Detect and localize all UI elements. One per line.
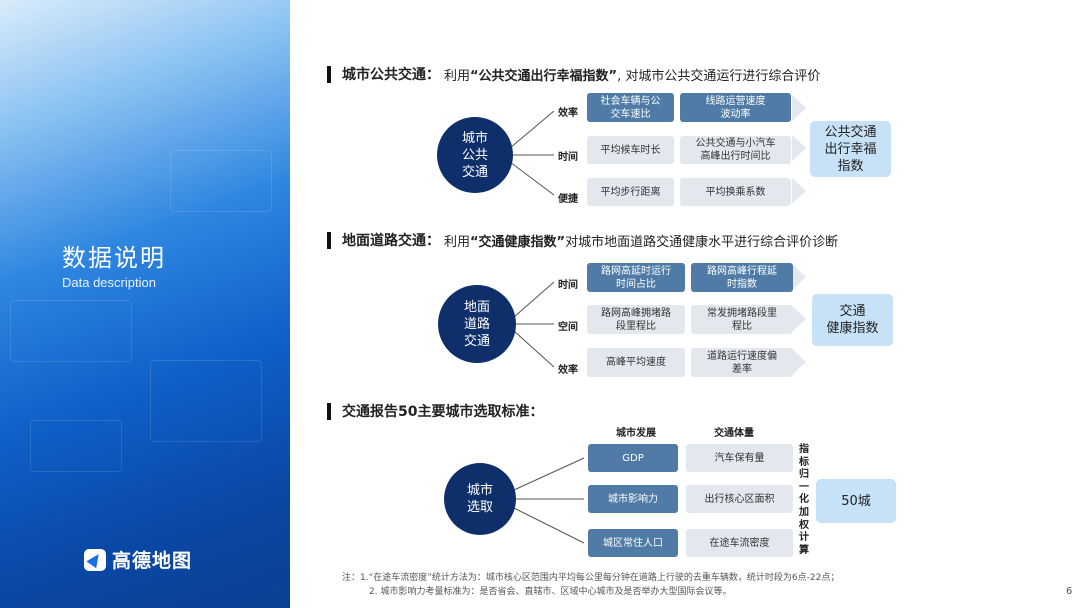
heading-desc-pre: 利用 [444, 65, 470, 84]
connector-line [510, 162, 554, 195]
row-label: 效率 [558, 361, 578, 376]
heading-title: 交通报告50主要城市选取标准： [342, 401, 543, 421]
row-label: 效率 [558, 104, 578, 119]
heading-quote: “交通健康指数” [470, 231, 565, 250]
column-head: 城市发展 [616, 424, 656, 439]
footnote-1: 注：1.“在途车流密度”统计方法为：城市核心区范围内平均每公里每分钟在道路上行驶… [342, 571, 839, 585]
heading-quote: “公共交通出行幸福指数” [470, 65, 617, 84]
indicator-box: 社会车辆与公 交车速比 [587, 93, 674, 122]
result-box-50-cities: 50城 [816, 479, 896, 523]
vertical-note: 指标归一化加权计算 [798, 444, 810, 557]
center-circle-public-transit: 城市 公共 交通 [437, 117, 513, 193]
arrow-shape [792, 349, 806, 375]
criteria-box: 城区常住人口 [588, 529, 678, 557]
row-label: 时间 [558, 148, 578, 163]
heading-title: 城市公共交通： [342, 64, 440, 84]
row-label: 便捷 [558, 190, 578, 205]
footnote-2: 2. 城市影响力考量标准为：是否省会、直辖市、区域中心城市及是否举办大型国际会议… [342, 585, 839, 599]
heading-title: 地面道路交通： [342, 230, 440, 250]
page-number: 6 [1066, 586, 1072, 597]
arrow-shape [792, 95, 806, 121]
row-label: 空间 [558, 318, 578, 333]
connector-line [514, 331, 554, 367]
heading-bar [327, 232, 331, 249]
section-heading-public-transit: 城市公共交通： 利用 “公共交通出行幸福指数” , 对城市公共交通运行进行综合评… [327, 64, 820, 84]
arrow-shape [792, 178, 806, 204]
connector-line [510, 111, 554, 148]
arrow-shape [792, 264, 806, 290]
heading-bar [327, 66, 331, 83]
indicator-box: 高峰平均速度 [587, 348, 685, 377]
footnotes: 注：1.“在途车流密度”统计方法为：城市核心区范围内平均每公里每分钟在道路上行驶… [342, 571, 839, 599]
indicator-box: 平均步行距离 [587, 178, 674, 206]
column-head: 交通体量 [714, 424, 754, 439]
indicator-box: 道路运行速度偏 差率 [691, 348, 793, 377]
indicator-box: 平均候车时长 [587, 136, 674, 164]
heading-bar [327, 403, 331, 420]
indicator-box: 公共交通与小汽车 高峰出行时间比 [680, 136, 791, 164]
heading-desc-pre: 利用 [444, 231, 470, 250]
center-circle-road-traffic: 地面 道路 交通 [438, 285, 516, 363]
indicator-box: 路网高峰行程延 时指数 [691, 263, 793, 292]
connector-line [514, 282, 554, 317]
arrow-shape [792, 135, 806, 161]
criteria-box: 出行核心区面积 [686, 485, 793, 513]
section-heading-city-selection: 交通报告50主要城市选取标准： [327, 401, 543, 421]
criteria-box: 城市影响力 [588, 485, 678, 513]
criteria-box: 在途车流密度 [686, 529, 793, 557]
connector-line [514, 458, 584, 490]
result-box-health-index: 交通 健康指数 [812, 294, 893, 346]
indicator-box: 平均换乘系数 [680, 178, 791, 206]
section-heading-road-traffic: 地面道路交通： 利用 “交通健康指数” 对城市地面道路交通健康水平进行综合评价诊… [327, 230, 838, 250]
criteria-box: GDP [588, 444, 678, 472]
connector-line [514, 508, 584, 543]
result-box-happiness-index: 公共交通 出行幸福 指数 [810, 121, 891, 177]
center-circle-city-selection: 城市 选取 [444, 463, 516, 535]
heading-desc-post: , 对城市公共交通运行进行综合评价 [617, 65, 820, 84]
criteria-box: 汽车保有量 [686, 444, 793, 472]
indicator-box: 路网高峰拥堵路 段里程比 [587, 305, 685, 334]
indicator-box: 线路运营速度 波动率 [680, 93, 791, 122]
arrow-shape [792, 306, 806, 332]
indicator-box: 路网高延时运行 时间占比 [587, 263, 685, 292]
indicator-box: 常发拥堵路段里 程比 [691, 305, 793, 334]
heading-desc-post: 对城市地面道路交通健康水平进行综合评价诊断 [565, 231, 838, 250]
row-label: 时间 [558, 276, 578, 291]
